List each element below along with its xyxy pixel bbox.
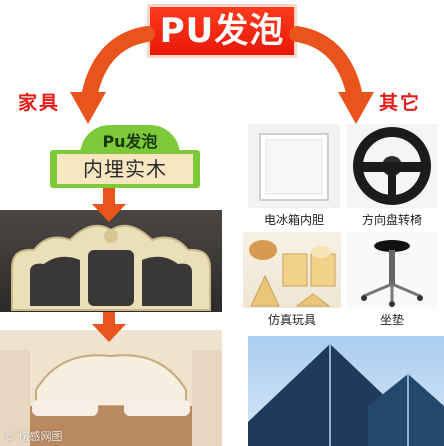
- simulated-toys-illustration: [249, 240, 336, 307]
- furniture-arrow-2-shaft: [103, 312, 115, 328]
- roof-photo: [248, 336, 444, 446]
- caption-fridge-liner: 电冰箱内胆: [263, 213, 324, 227]
- left-arrow-shaft: [80, 26, 155, 110]
- caption-steering-wheel: 方向盘转椅: [361, 213, 422, 227]
- left-arrow-head: [70, 92, 106, 124]
- diagram-title: PU发泡: [147, 4, 297, 58]
- headboard-illustration: [11, 224, 211, 311]
- watermark-text: © 伤感网图: [4, 430, 63, 443]
- seat-cushion-photo: [346, 232, 438, 308]
- right-arrow-shaft: [289, 26, 364, 110]
- bedroom-illustration: [0, 330, 222, 446]
- headboard-photo: [0, 210, 222, 312]
- callout-body: 内埋实木: [57, 154, 193, 184]
- callout-heading: Pu发泡: [80, 125, 180, 155]
- steering-wheel-photo: [346, 124, 438, 208]
- right-arrow-head: [338, 92, 374, 124]
- caption-simulated-toys: 仿真玩具: [267, 313, 316, 327]
- fridge-liner-illustration: [259, 133, 329, 201]
- bedroom-photo: [0, 330, 222, 446]
- category-furniture-label: 家具: [18, 92, 61, 114]
- caption-seat-cushion: 坐垫: [379, 313, 404, 327]
- furniture-arrow-1-shaft: [103, 188, 115, 206]
- steering-wheel-illustration: [353, 127, 431, 205]
- seat-cushion-illustration: [361, 240, 423, 307]
- fridge-liner-photo: [248, 124, 340, 208]
- simulated-toys-photo: [243, 232, 341, 308]
- roof-illustration: [248, 344, 444, 446]
- category-other-label: 其它: [379, 92, 422, 114]
